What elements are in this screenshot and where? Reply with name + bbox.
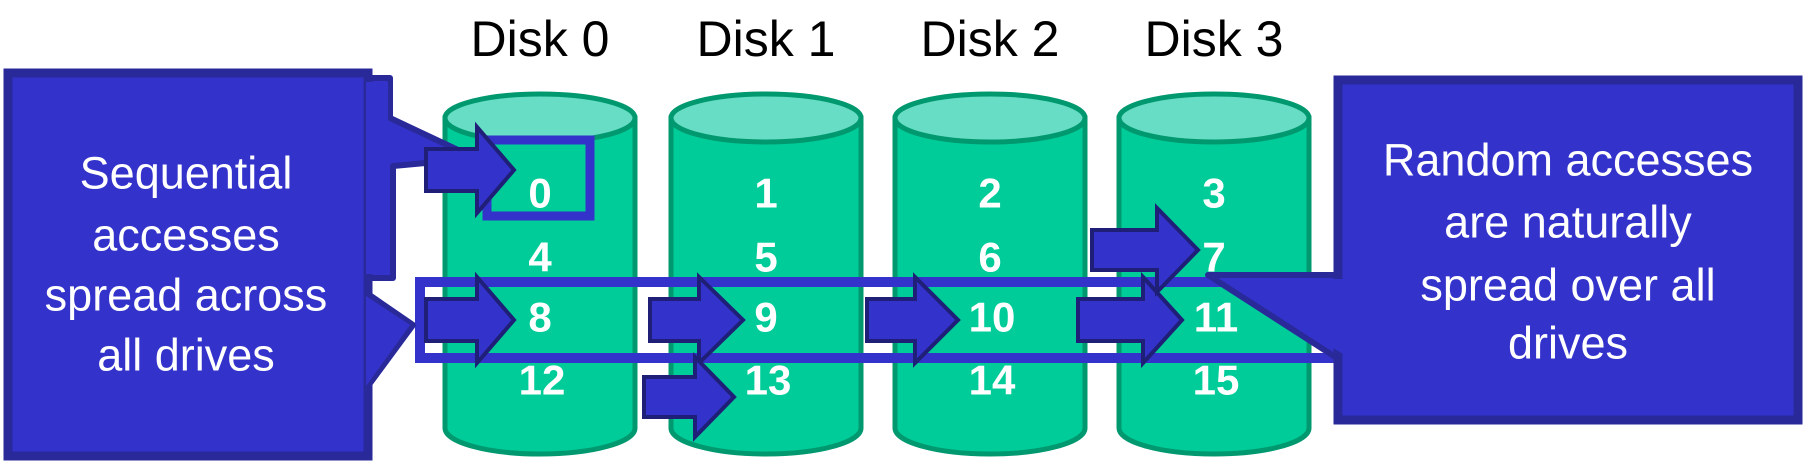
- block-2: 2: [978, 170, 1001, 217]
- right-callout-line: are naturally: [1444, 197, 1692, 248]
- disk-label: Disk 1: [697, 11, 836, 67]
- block-0: 0: [528, 170, 551, 217]
- arrow-to-block-7-icon: [1090, 203, 1201, 297]
- disk-cylinder-top: [442, 91, 638, 145]
- block-8: 8: [528, 294, 551, 341]
- access-arrows: [424, 121, 1201, 442]
- block-14: 14: [969, 357, 1016, 404]
- disk-label: Disk 3: [1145, 11, 1284, 67]
- disk-cylinder-top: [668, 91, 864, 145]
- block-7: 7: [1202, 234, 1225, 281]
- disk-label: Disk 0: [471, 11, 610, 67]
- block-10: 10: [969, 294, 1016, 341]
- left-callout-line: accesses: [92, 210, 280, 261]
- left-callout-line: spread across: [45, 270, 328, 321]
- block-5: 5: [754, 234, 777, 281]
- block-12: 12: [519, 357, 566, 404]
- arrow-to-block-9-icon: [648, 272, 746, 368]
- block-9: 9: [754, 294, 777, 341]
- left-callout-box: [3, 68, 373, 461]
- right-callout: Random accesses are naturally spread ove…: [1205, 75, 1803, 425]
- block-4: 4: [528, 234, 552, 281]
- right-callout-line: spread over all: [1420, 260, 1715, 311]
- disk-2: Disk 2 2 6 10 14: [892, 11, 1088, 457]
- left-callout-line: all drives: [97, 330, 275, 381]
- arrow-to-block-11-icon: [1076, 271, 1185, 369]
- arrow-to-block-8-icon: [424, 271, 517, 369]
- arrow-to-block-10-icon: [865, 272, 961, 368]
- block-15: 15: [1193, 357, 1240, 404]
- block-6: 6: [978, 234, 1001, 281]
- block-3: 3: [1202, 170, 1225, 217]
- left-callout: Sequential accesses spread across all dr…: [3, 68, 461, 461]
- right-callout-line: Random accesses: [1383, 135, 1753, 186]
- arrow-to-block-13-icon: [642, 352, 737, 442]
- disk-cylinder-top: [892, 91, 1088, 145]
- disk-0: Disk 0 0 4 8 12: [442, 11, 638, 457]
- right-callout-box: [1333, 75, 1803, 425]
- block-1: 1: [754, 170, 777, 217]
- block-13: 13: [745, 357, 792, 404]
- block-11: 11: [1194, 294, 1238, 341]
- disk-label: Disk 2: [921, 11, 1060, 67]
- right-callout-line: drives: [1508, 318, 1628, 369]
- disk-cylinder-top: [1116, 91, 1312, 145]
- left-callout-line: Sequential: [80, 148, 293, 199]
- arrow-to-block-0-icon: [424, 121, 517, 219]
